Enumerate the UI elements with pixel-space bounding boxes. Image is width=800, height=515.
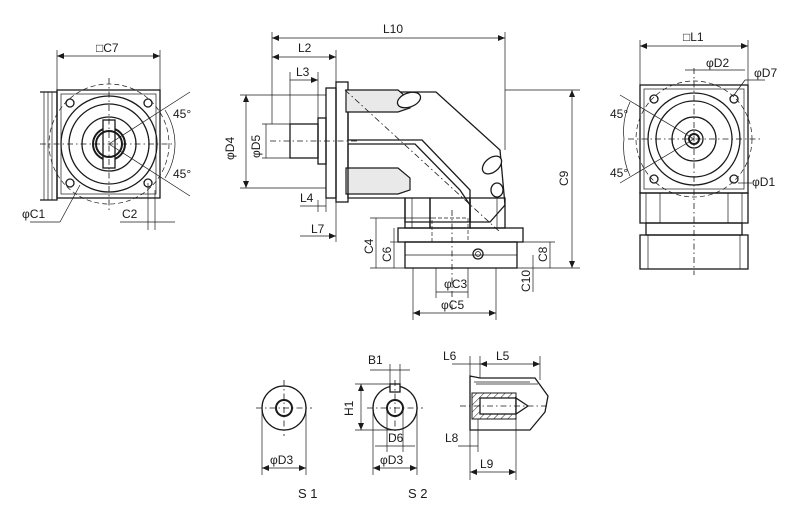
label-b1: B1 <box>368 353 383 367</box>
label-45-lower-left: 45° <box>173 167 191 181</box>
label-l10: L10 <box>383 22 403 36</box>
label-d4: φD4 <box>223 137 237 160</box>
shaft-section-detail <box>452 356 550 480</box>
label-h1: H1 <box>342 400 356 416</box>
label-c6: C6 <box>380 246 394 262</box>
shaft-detail-s2 <box>355 364 423 475</box>
label-c2: C2 <box>122 207 138 221</box>
right-end-view <box>619 40 765 275</box>
label-45-upper-right: 45° <box>610 107 628 121</box>
label-45-lower-right: 45° <box>610 166 628 180</box>
label-d1: φD1 <box>752 175 775 189</box>
label-c9: C9 <box>557 170 571 186</box>
label-l4: L4 <box>300 191 314 205</box>
label-l3: L3 <box>296 65 310 79</box>
label-d7: φD7 <box>754 66 777 80</box>
shaft-detail-s1 <box>256 380 312 475</box>
label-c5: φC5 <box>441 298 464 312</box>
label-l1: □L1 <box>683 30 704 44</box>
label-d2: φD2 <box>706 56 729 70</box>
label-d3-s1: φD3 <box>270 453 293 467</box>
label-l5: L5 <box>496 349 510 363</box>
label-d3-s2: φD3 <box>380 453 403 467</box>
label-c8: C8 <box>536 246 550 262</box>
label-l7: L7 <box>311 222 325 236</box>
left-end-view <box>30 50 191 230</box>
label-l8: L8 <box>445 431 459 445</box>
label-c1: φC1 <box>22 207 45 221</box>
label-c3: φC3 <box>444 277 467 291</box>
label-c4: C4 <box>362 238 376 254</box>
label-d5: φD5 <box>249 135 263 158</box>
label-l2: L2 <box>298 41 312 55</box>
label-l9: L9 <box>480 457 494 471</box>
label-45-upper-left: 45° <box>173 107 191 121</box>
label-c7: □C7 <box>96 41 119 55</box>
label-c10: C10 <box>519 270 533 292</box>
label-l6: L6 <box>443 349 457 363</box>
caption-s1: S 1 <box>298 486 318 501</box>
center-side-view <box>240 32 580 320</box>
caption-s2: S 2 <box>408 486 428 501</box>
label-d6: D6 <box>388 431 404 445</box>
